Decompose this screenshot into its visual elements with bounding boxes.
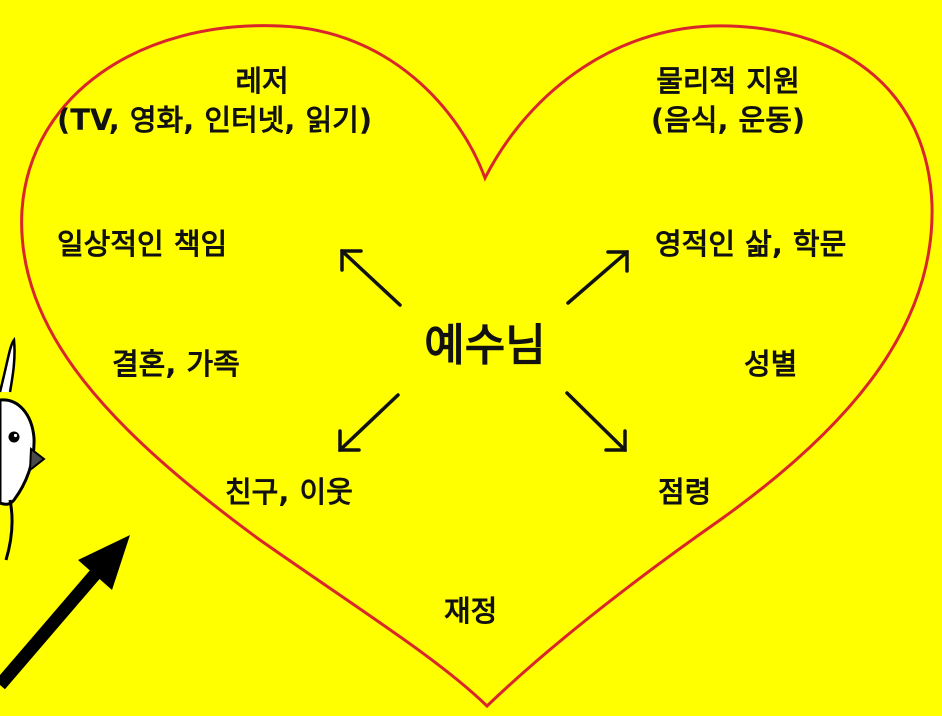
occupation-label: 점령 <box>658 475 712 509</box>
leisure-detail: (TV, 영화, 인터넷, 읽기) <box>57 103 373 137</box>
physical-support-title: 물리적 지원 <box>656 64 800 98</box>
heart-outline <box>20 24 934 709</box>
leisure-title: 레저 <box>235 64 289 98</box>
arrow-up-right <box>566 250 629 305</box>
friends-neighbors-label: 친구, 이웃 <box>225 475 353 509</box>
marriage-family-label: 결혼, 가족 <box>112 347 240 381</box>
pointer-arrow <box>0 535 130 690</box>
arrow-up-left <box>340 249 402 307</box>
physical-support-detail: (음식, 운동) <box>650 103 806 137</box>
bird-illustration <box>0 336 46 561</box>
center-label: 예수님 <box>424 320 546 371</box>
spiritual-life-label: 영적인 삶, 학문 <box>655 227 847 261</box>
sexuality-label: 성별 <box>744 347 798 381</box>
finance-label: 재정 <box>444 594 498 628</box>
daily-responsibility-label: 일상적인 책임 <box>57 227 228 261</box>
arrow-down-right <box>565 391 627 452</box>
arrow-down-left <box>338 393 400 452</box>
